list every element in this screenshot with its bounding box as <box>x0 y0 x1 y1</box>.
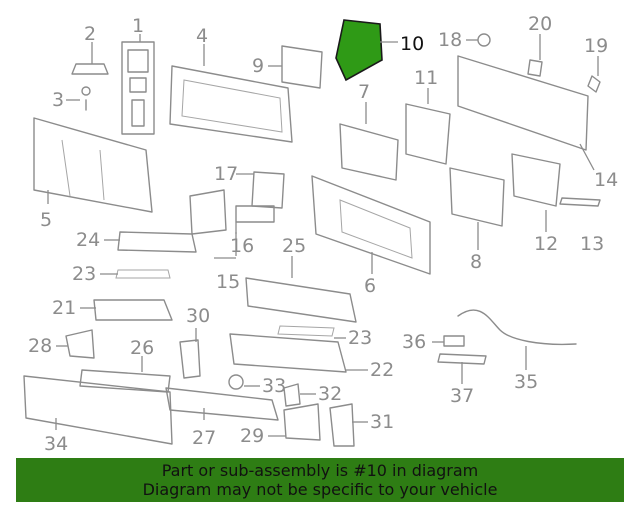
callout-23b: 23 <box>348 327 372 349</box>
part-14-rear-panel <box>457 55 589 151</box>
part-19-bracket <box>587 75 601 93</box>
callout-13: 13 <box>580 233 604 255</box>
part-4-seat-back-frame <box>169 65 293 143</box>
callout-15: 15 <box>216 271 240 293</box>
callout-10: 10 <box>400 33 424 55</box>
part-31-cover <box>329 403 355 447</box>
callout-29: 29 <box>240 425 264 447</box>
callout-17: 17 <box>214 163 238 185</box>
part-34-base <box>23 375 173 445</box>
part-12-pad <box>511 153 561 207</box>
part-21-cushion <box>93 299 173 321</box>
callout-14: 14 <box>594 169 618 191</box>
callout-18: 18 <box>438 29 462 51</box>
callout-4: 4 <box>196 25 208 47</box>
part-17-panel <box>251 171 285 209</box>
part-36-connector <box>443 335 465 347</box>
part-22-cushion-frame <box>229 333 347 373</box>
callout-34: 34 <box>44 433 68 455</box>
part-1-headrests <box>121 41 155 135</box>
callout-12: 12 <box>534 233 558 255</box>
part-5-seat-back <box>33 117 153 213</box>
callout-35: 35 <box>514 371 538 393</box>
callout-26: 26 <box>130 337 154 359</box>
part-29-bracket <box>283 403 321 441</box>
callout-20: 20 <box>528 13 552 35</box>
callout-27: 27 <box>192 427 216 449</box>
callout-1: 1 <box>132 15 144 37</box>
callout-24: 24 <box>76 229 100 251</box>
part-9-bracket <box>281 45 323 89</box>
callout-8: 8 <box>470 251 482 273</box>
callout-3: 3 <box>52 89 64 111</box>
part-33-knob <box>228 374 244 390</box>
part-18-clip <box>477 33 491 47</box>
part-25-cushion <box>245 277 357 323</box>
banner-line-2: Diagram may not be specific to your vehi… <box>142 480 498 499</box>
part-28-hinge <box>65 329 95 359</box>
part-24-cushion <box>117 231 197 253</box>
part-2-latch <box>71 63 109 75</box>
callout-9: 9 <box>252 55 264 77</box>
leader-lines <box>47 34 599 437</box>
callout-36: 36 <box>402 331 426 353</box>
callout-28: 28 <box>28 335 52 357</box>
callout-labels: 2 1 3 4 5 6 7 8 9 10 11 12 13 14 15 16 1… <box>28 13 618 455</box>
callout-19: 19 <box>584 35 608 57</box>
part-23-pad-lower <box>277 325 335 337</box>
callout-16: 16 <box>230 235 254 257</box>
part-6-seat-frame <box>311 175 431 275</box>
part-30-bracket <box>179 339 201 379</box>
callout-31: 31 <box>370 411 394 433</box>
callout-30: 30 <box>186 305 210 327</box>
part-32-clip <box>283 383 301 407</box>
callout-32: 32 <box>318 383 342 405</box>
callout-37: 37 <box>450 385 474 407</box>
banner-line-1: Part or sub-assembly is #10 in diagram <box>161 461 479 480</box>
callout-25: 25 <box>282 235 306 257</box>
callout-7: 7 <box>358 81 370 103</box>
callout-33: 33 <box>262 375 286 397</box>
part-23-pad-upper <box>115 269 171 279</box>
part-3-fasteners <box>81 86 91 111</box>
part-37-connector <box>437 353 487 365</box>
part-8-cover <box>449 167 505 227</box>
callout-6: 6 <box>364 275 376 297</box>
part-35-harness <box>457 309 577 346</box>
part-11-pad <box>405 103 451 165</box>
info-banner: Part or sub-assembly is #10 in diagram D… <box>16 458 624 502</box>
callout-22: 22 <box>370 359 394 381</box>
callout-21: 21 <box>52 297 76 319</box>
callout-11: 11 <box>414 67 438 89</box>
part-16-clip <box>235 205 275 223</box>
part-27-tray <box>165 387 279 421</box>
part-20-bracket <box>527 59 543 77</box>
part-7-panel <box>339 123 399 181</box>
callout-5: 5 <box>40 209 52 231</box>
part-15-trim <box>189 189 227 235</box>
callout-2: 2 <box>84 23 96 45</box>
part-26-frame <box>79 369 171 393</box>
part-13-plate <box>559 197 601 207</box>
part-10-module <box>335 19 383 82</box>
callout-23a: 23 <box>72 263 96 285</box>
parts-diagram: 2 1 3 4 5 6 7 8 9 10 11 12 13 14 15 16 1… <box>23 13 618 455</box>
